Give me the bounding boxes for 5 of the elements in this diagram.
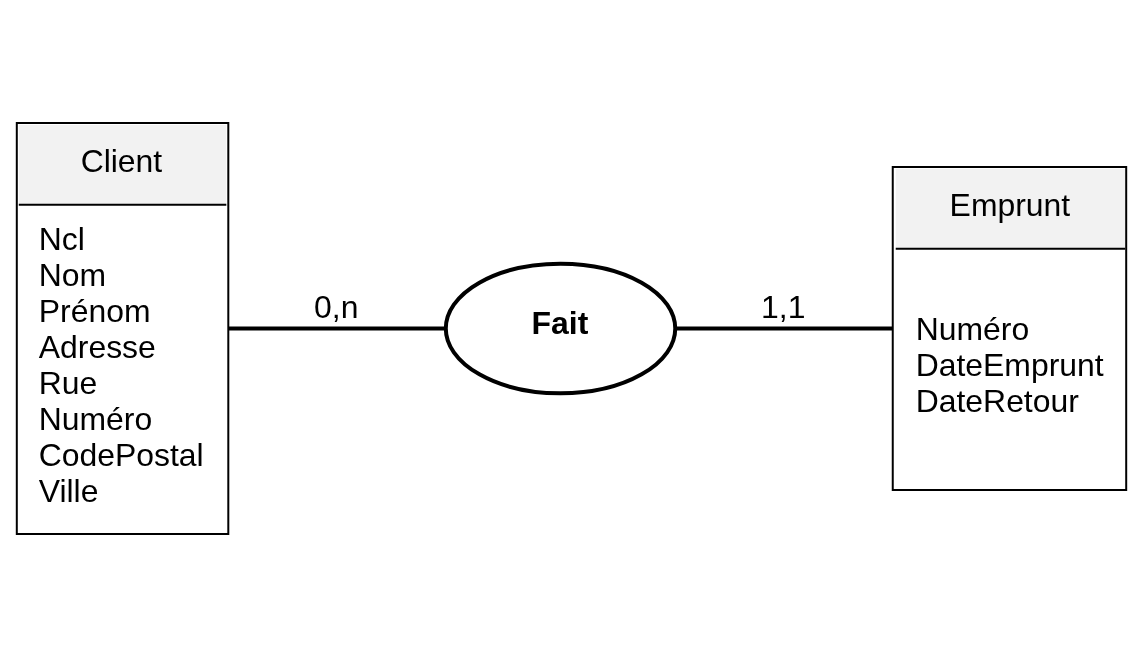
edge-label: 1,1 bbox=[761, 289, 806, 326]
connector bbox=[228, 326, 446, 331]
connector bbox=[675, 326, 893, 331]
edge-label: 0,n bbox=[314, 289, 359, 326]
node-ellipse: Fait bbox=[443, 261, 678, 396]
